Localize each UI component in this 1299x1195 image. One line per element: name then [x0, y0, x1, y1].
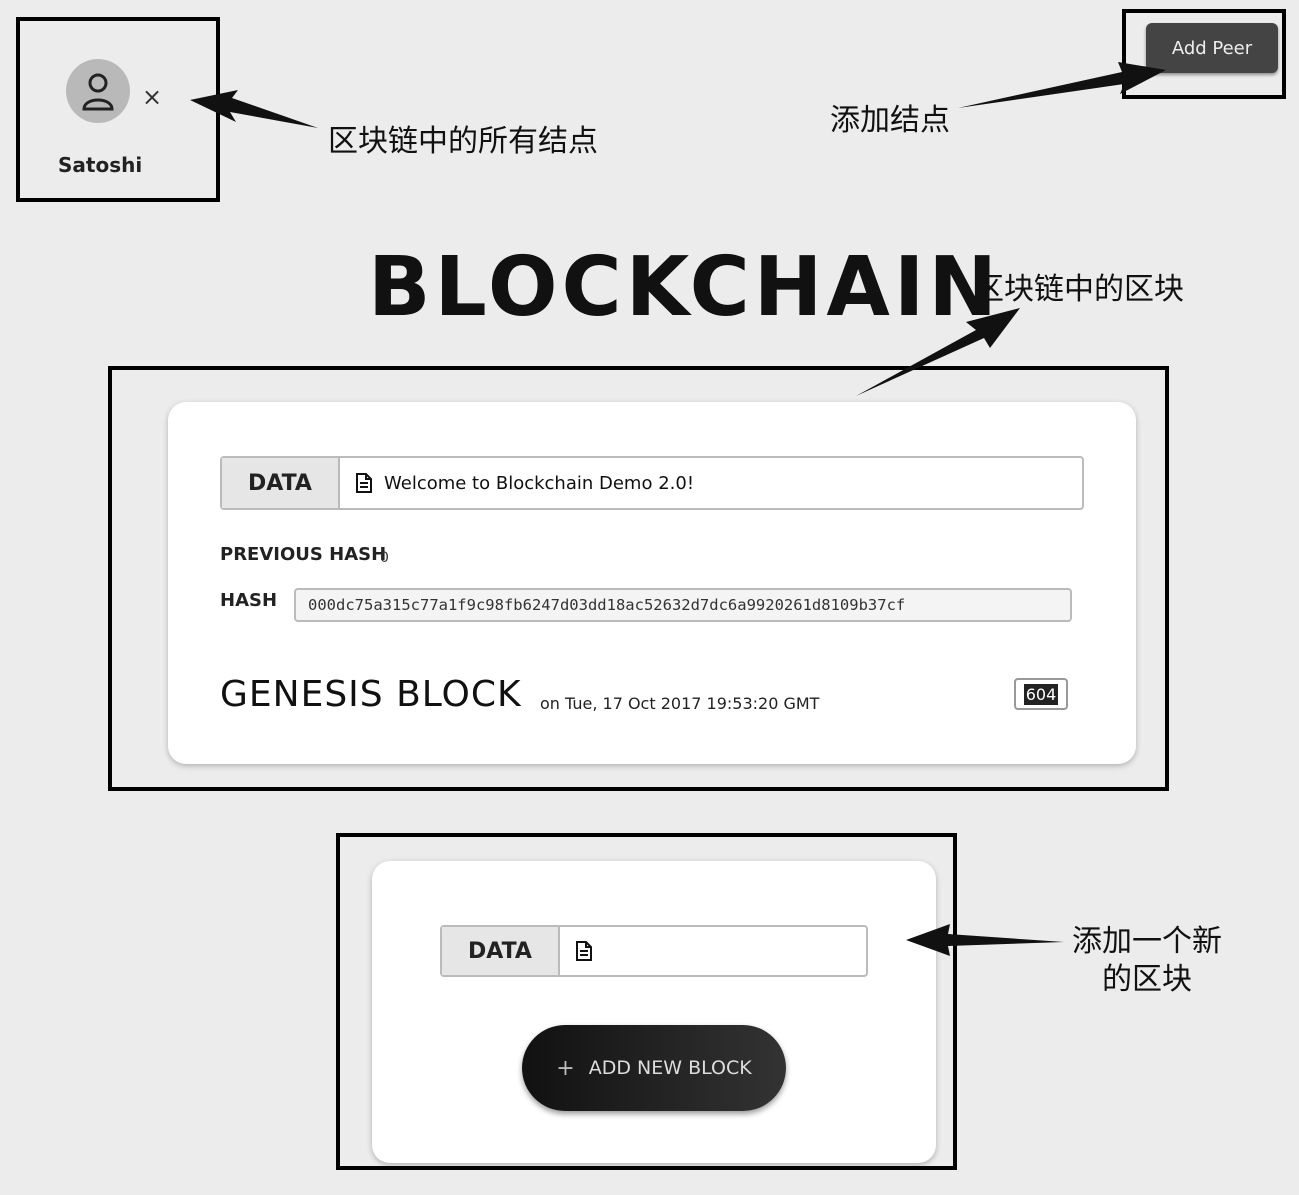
previous-hash-label: PREVIOUS HASH: [220, 544, 387, 565]
new-block-data-label: DATA: [442, 927, 560, 975]
previous-hash-value: 0: [380, 550, 389, 566]
block-timestamp: on Tue, 17 Oct 2017 19:53:20 GMT: [540, 694, 820, 713]
remove-peer-icon[interactable]: ×: [142, 83, 163, 111]
annotation-blocks: 区块链中的区块: [974, 272, 1184, 307]
page-title: BLOCKCHAIN: [368, 240, 1001, 335]
block-name: GENESIS BLOCK: [220, 674, 522, 715]
annotation-add-node: 添加结点: [830, 103, 950, 138]
hash-field[interactable]: 000dc75a315c77a1f9c98fb6247d03dd18ac5263…: [294, 588, 1072, 622]
add-peer-button[interactable]: Add Peer: [1146, 23, 1278, 73]
arrow-add-node: [958, 62, 1166, 108]
annotation-add-block-line2: 的区块: [1102, 962, 1192, 997]
block-data-row: DATA Welcome to Blockchain Demo 2.0!: [220, 456, 1084, 510]
document-icon: [356, 473, 372, 493]
new-block-data-input[interactable]: [560, 927, 866, 975]
hash-label: HASH: [220, 590, 278, 611]
new-block-panel: DATA + ADD NEW BLOCK: [336, 833, 957, 1170]
genesis-block-card: DATA Welcome to Blockchain Demo 2.0! PRE…: [168, 402, 1136, 764]
annotation-all-nodes: 区块链中的所有结点: [328, 124, 598, 159]
peer-avatar: [66, 59, 130, 123]
user-icon: [82, 73, 114, 111]
add-new-block-button[interactable]: + ADD NEW BLOCK: [522, 1025, 786, 1111]
arrow-add-block: [906, 924, 1064, 956]
nonce-value: 604: [1023, 683, 1059, 705]
block-data-value: Welcome to Blockchain Demo 2.0!: [384, 472, 695, 494]
document-icon: [576, 941, 592, 961]
add-peer-panel: Add Peer: [1122, 9, 1286, 99]
new-block-card: DATA + ADD NEW BLOCK: [372, 861, 936, 1163]
peers-panel: × Satoshi: [16, 17, 220, 202]
new-block-data-row: DATA: [440, 925, 868, 977]
add-new-block-label: ADD NEW BLOCK: [588, 1057, 752, 1079]
blocks-panel: DATA Welcome to Blockchain Demo 2.0! PRE…: [108, 366, 1169, 791]
nonce-badge: 604: [1014, 678, 1068, 710]
annotation-add-block-line1: 添加一个新: [1072, 924, 1222, 959]
plus-icon: +: [556, 1055, 575, 1081]
arrow-all-nodes: [190, 90, 318, 128]
arrow-blocks: [856, 308, 1020, 396]
block-data-label: DATA: [222, 458, 340, 508]
block-data-field[interactable]: Welcome to Blockchain Demo 2.0!: [340, 458, 1082, 508]
peer-name: Satoshi: [58, 153, 143, 177]
